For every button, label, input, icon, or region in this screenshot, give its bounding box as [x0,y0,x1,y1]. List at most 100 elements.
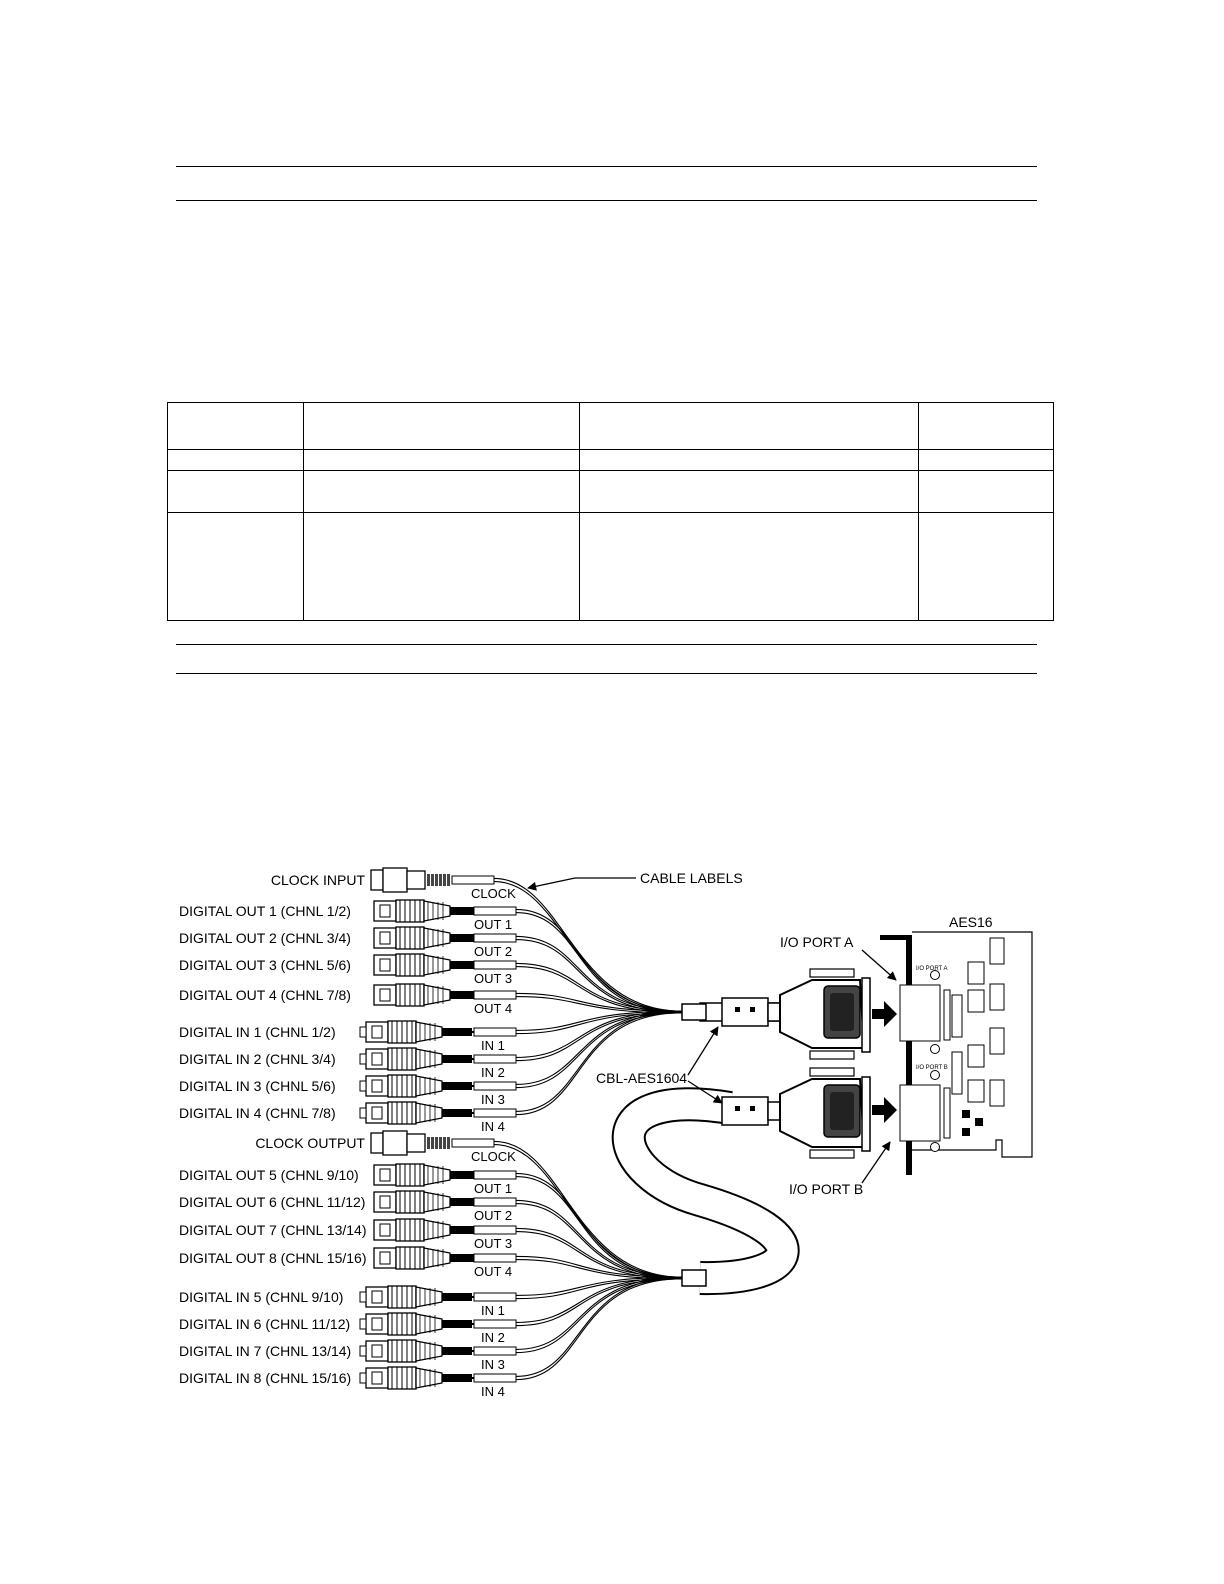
fanout-wires [452,877,683,1381]
main-cable-fill [613,1089,798,1294]
digital-out-connector: DIGITAL OUT 8 (CHNL 15/16) OUT 4 [179,1246,517,1279]
fanout-wire [515,1012,683,1116]
db25-connector-b [767,1067,871,1159]
fanout-wire [515,1199,683,1278]
fanout-wire [515,1010,683,1031]
digital-out-connector: DIGITAL OUT 5 (CHNL 9/10) OUT 1 [179,1163,517,1196]
port-a-label: I/O PORT A [780,934,854,950]
connector-label: DIGITAL IN 7 (CHNL 13/14) [179,1343,351,1359]
ferrite-a [721,997,769,1027]
digital-in-connector: DIGITAL IN 2 (CHNL 3/4) IN 2 [179,1047,517,1080]
fanout-wire [515,1255,683,1278]
cable-tag: OUT 3 [474,1236,512,1251]
ferrite-a-dot [750,1007,755,1012]
port-b-label: I/O PORT B [789,1181,863,1197]
connector-label: DIGITAL OUT 7 (CHNL 13/14) [179,1222,367,1238]
fanout-wire [515,1276,683,1377]
cable-tag: IN 1 [481,1303,505,1318]
table-cell [579,512,919,621]
fanout-wire [515,1278,683,1381]
ferrite-b [721,1096,769,1126]
table-cell [303,402,580,450]
breakout-head-b [681,1269,707,1287]
connector-label: DIGITAL IN 6 (CHNL 11/12) [179,1316,350,1332]
fanout-wire [515,1227,683,1278]
fanout-wire [493,877,683,1012]
connector-label: DIGITAL IN 4 (CHNL 7/8) [179,1105,336,1121]
fanout-wire [515,1276,683,1350]
fanout-wire [515,935,683,1012]
connector-label: CLOCK OUTPUT [255,1135,365,1151]
fanout-wire [515,1278,683,1300]
table-cell [303,512,580,621]
cable-tag: CLOCK [471,1149,516,1164]
digital-out-connector: DIGITAL OUT 2 (CHNL 3/4) OUT 2 [179,926,517,959]
pcb-port-b-label: I/O PORT B [916,1065,948,1071]
cable-name-leader-a [687,1026,719,1076]
fanout-wire [515,1278,683,1354]
header-rule-top [176,166,1037,167]
cable-tag: CLOCK [471,886,516,901]
ferrite-a-dot [735,1007,740,1012]
ferrite-b-dot [750,1106,755,1111]
connector-label: DIGITAL OUT 8 (CHNL 15/16) [179,1250,367,1266]
table-cell [918,470,1054,513]
table-cell [918,512,1054,621]
insert-arrow-b [872,1097,897,1123]
cable-tag: OUT 1 [474,1181,512,1196]
digital-in-connector: DIGITAL IN 4 (CHNL 7/8) IN 4 [179,1101,517,1134]
cable-labels-leader [527,877,636,891]
cable-tag: OUT 4 [474,1264,512,1279]
connector-label: DIGITAL OUT 6 (CHNL 11/12) [179,1194,365,1210]
cable-tag: IN 4 [481,1119,505,1134]
fanout-wire [515,1010,683,1058]
fanout-wire [515,1276,683,1323]
cable-labels-callout: CABLE LABELS [640,870,743,886]
ferrite-b-dot [735,1106,740,1111]
fanout-wire [515,1172,683,1278]
table-cell [167,402,304,450]
aes16-card: I/O PORT A I/O PORT B [880,931,1033,1175]
table-cell [303,470,580,513]
connector-label: DIGITAL OUT 3 (CHNL 5/6) [179,957,351,973]
connector-label: DIGITAL OUT 4 (CHNL 7/8) [179,987,351,1003]
breakout-head-a [681,1003,707,1021]
digital-out-connector: DIGITAL OUT 1 (CHNL 1/2)OUT 1 [179,899,517,932]
table-row [167,402,1054,450]
cable-tag: OUT 4 [474,1001,512,1016]
digital-out-connector: DIGITAL OUT 3 (CHNL 5/6)OUT 3 [179,953,517,986]
digital-in-connector: DIGITAL IN 3 (CHNL 5/6)IN 3 [179,1074,517,1107]
connector-label: DIGITAL IN 5 (CHNL 9/10) [179,1289,343,1305]
cable-tag: IN 2 [481,1065,505,1080]
digital-in-connector: DIGITAL IN 1 (CHNL 1/2) IN 1 [179,1020,517,1053]
digital-out-connector: DIGITAL OUT 7 (CHNL 13/14) OUT 3 [179,1218,517,1251]
clock-connector: CLOCK OUTPUT CLOCK [255,1130,516,1164]
connector-label: DIGITAL OUT 5 (CHNL 9/10) [179,1167,359,1183]
digital-in-connector: DIGITAL IN 7 (CHNL 13/14) IN 3 [179,1339,517,1372]
cable-tag: IN 3 [481,1092,505,1107]
connector-label: DIGITAL IN 1 (CHNL 1/2) [179,1024,336,1040]
digital-out-connector: DIGITAL OUT 4 (CHNL 7/8) OUT 4 [179,983,517,1016]
cable-tag: OUT 2 [474,944,512,959]
cable-tag: IN 1 [481,1038,505,1053]
section-rule-top [176,644,1037,645]
cable-tag: IN 4 [481,1384,505,1399]
connector-label: DIGITAL IN 2 (CHNL 3/4) [179,1051,336,1067]
fanout-wire [515,962,683,1012]
digital-in-connector: DIGITAL IN 5 (CHNL 9/10) IN 1 [179,1285,517,1318]
cable-name-callout: CBL-AES1604 [596,1070,687,1086]
table-cell [918,402,1054,450]
card-name-label: AES16 [949,914,993,930]
port-b-leader [861,1141,891,1184]
pcb-port-a-label: I/O PORT A [916,966,947,972]
fanout-wire [515,908,683,1012]
connector-label: DIGITAL OUT 1 (CHNL 1/2) [179,903,351,919]
cable-tag: IN 3 [481,1357,505,1372]
connector-label: DIGITAL IN 8 (CHNL 15/16) [179,1370,351,1386]
connector-label: DIGITAL OUT 2 (CHNL 3/4) [179,930,351,946]
db25-connector-a [767,968,871,1060]
fanout-wire [515,1276,683,1296]
